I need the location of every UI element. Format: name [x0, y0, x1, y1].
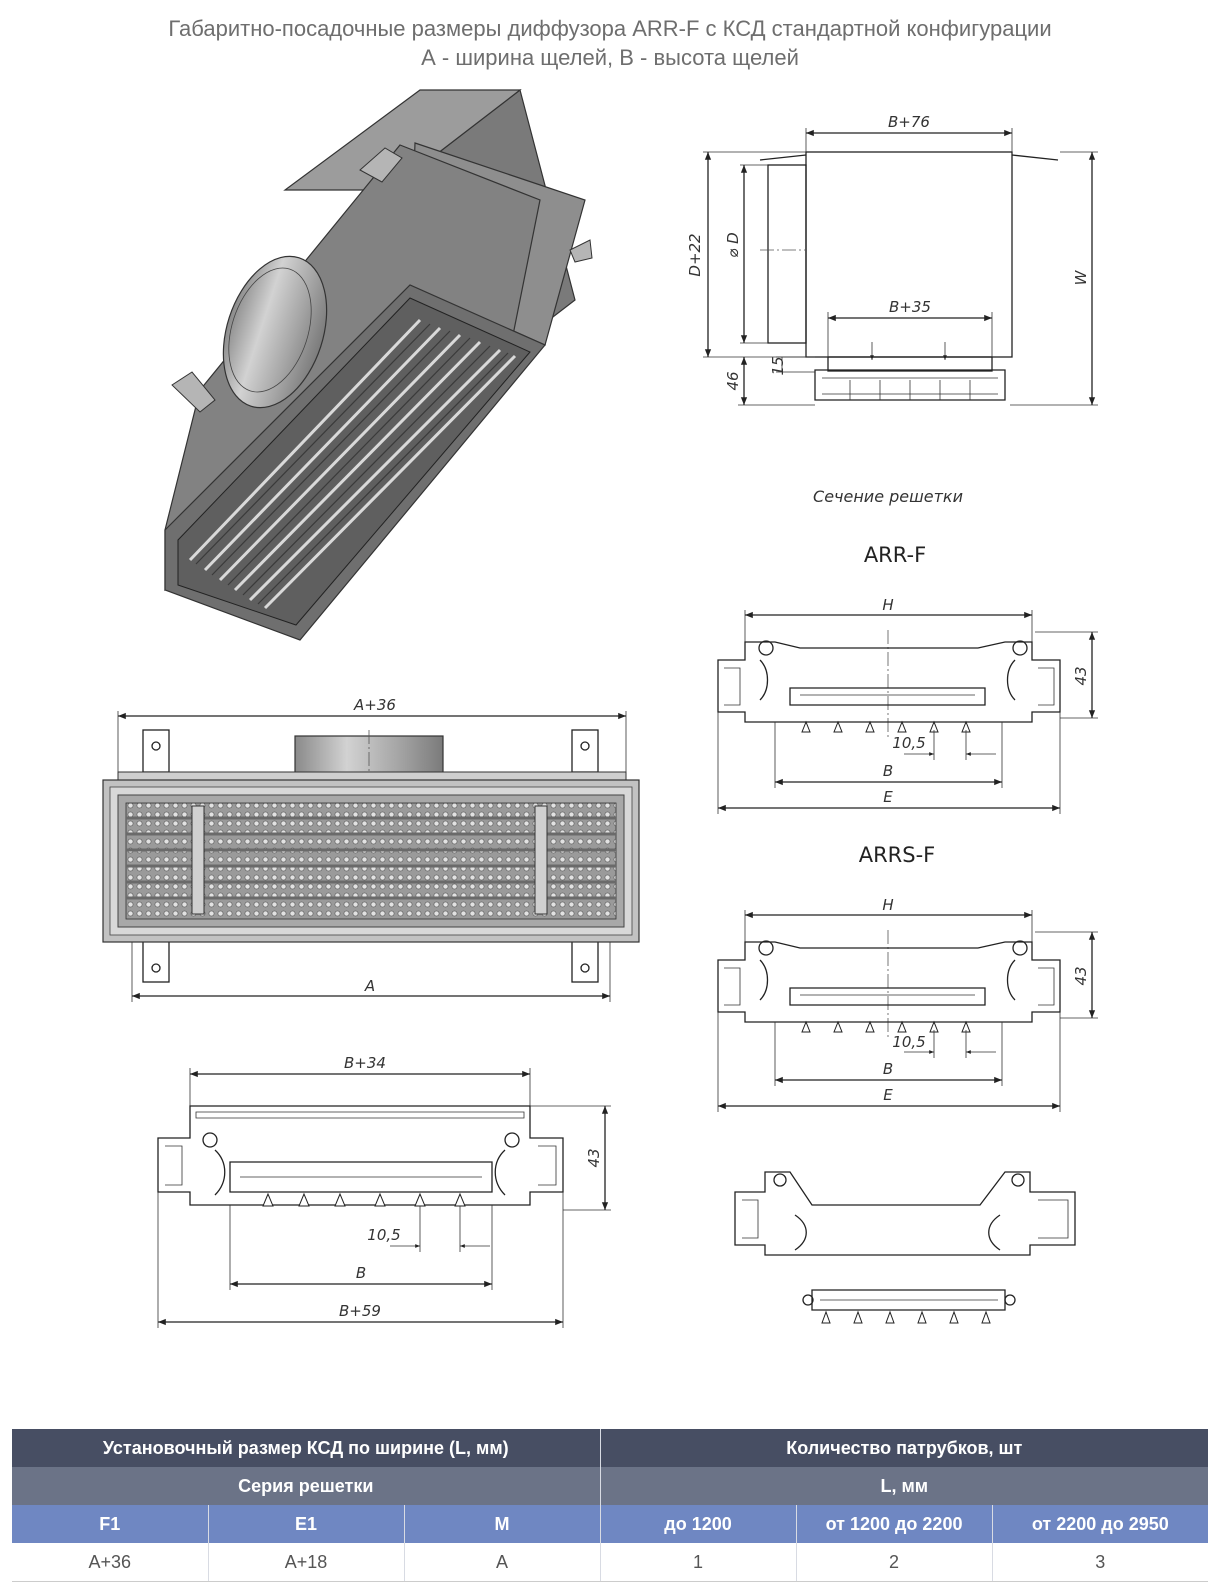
header-to-1200: до 1200 — [599, 1505, 797, 1543]
arr-f-section: ARR-F H 43 10,5 B E — [717, 543, 1098, 814]
cell-to-1200: 1 — [599, 1543, 797, 1582]
table-header-row-3: F1 E1 M до 1200 от 1200 до 2200 от 2200 … — [12, 1505, 1209, 1543]
header-pipe-count: Количество патрубков, шт — [599, 1429, 1209, 1467]
title-line-2: А - ширина щелей, В - высота щелей — [421, 45, 799, 70]
page-title: Габаритно-посадочные размеры диффузора A… — [0, 14, 1220, 72]
bottom-dim-top: B+34 — [344, 1054, 386, 1072]
bottom-dim-105: 10,5 — [367, 1226, 400, 1244]
header-m: M — [403, 1505, 601, 1543]
side-dim-inner: B+35 — [889, 298, 931, 316]
side-dim-46: 46 — [724, 371, 742, 390]
arrs-f-dim-105: 10,5 — [892, 1033, 925, 1051]
arr-f-dim-e: E — [883, 788, 893, 806]
title-line-1: Габаритно-посадочные размеры диффузора A… — [168, 16, 1052, 41]
header-install-size: Установочный размер КСД по ширине (L, мм… — [12, 1429, 601, 1467]
arrs-f-dim-h: H — [882, 896, 893, 914]
arrs-f-dim-b: B — [883, 1060, 893, 1078]
side-dim-w: W — [1072, 269, 1090, 285]
bottom-dim-43: 43 — [585, 1148, 603, 1167]
side-dim-top: B+76 — [888, 113, 930, 131]
arr-f-label: ARR-F — [864, 543, 926, 567]
arrs-f-section: ARRS-F H 43 10,5 B E — [717, 843, 1098, 1112]
header-e1: E1 — [207, 1505, 404, 1543]
spec-table: Установочный размер КСД по ширине (L, мм… — [12, 1429, 1209, 1582]
cell-2200-2950: 3 — [991, 1543, 1209, 1582]
table-header-row-1: Установочный размер КСД по ширине (L, мм… — [12, 1429, 1209, 1467]
exploded-detail — [734, 1171, 1076, 1324]
front-dim-top: A+36 — [353, 696, 396, 714]
table-row: А+36 А+18 А 1 2 3 — [12, 1543, 1209, 1582]
header-2200-2950: от 2200 до 2950 — [991, 1505, 1209, 1543]
arrs-f-label: ARRS-F — [859, 843, 936, 867]
arr-f-dim-h: H — [882, 596, 893, 614]
table-header-row-2: Серия решетки L, мм — [12, 1467, 1209, 1505]
header-grille-series: Серия решетки — [12, 1467, 601, 1505]
front-view: A+36 A — [102, 696, 640, 1002]
side-dim-diam: ⌀ D — [724, 232, 742, 257]
side-view: B+76 ⌀ D D+22 W B+35 15 46 — [686, 113, 1098, 406]
side-dim-height: D+22 — [686, 233, 704, 276]
bottom-dim-b: B — [356, 1264, 366, 1282]
side-dim-15: 15 — [769, 356, 787, 375]
header-l-mm: L, мм — [599, 1467, 1209, 1505]
cell-e1: А+18 — [207, 1543, 404, 1582]
arr-f-dim-b: B — [883, 762, 893, 780]
arrs-f-dim-43: 43 — [1072, 966, 1090, 985]
front-dim-bottom: A — [364, 977, 375, 995]
cell-m: А — [403, 1543, 601, 1582]
drawing-canvas: B+76 ⌀ D D+22 W B+35 15 46 Сечение решет… — [102, 88, 1098, 1328]
bottom-dim-b59: B+59 — [339, 1302, 381, 1320]
arr-f-dim-105: 10,5 — [892, 734, 925, 752]
cell-f1: А+36 — [12, 1543, 208, 1582]
header-1200-2200: от 1200 до 2200 — [795, 1505, 993, 1543]
arr-f-dim-43: 43 — [1072, 666, 1090, 685]
cell-1200-2200: 2 — [795, 1543, 993, 1582]
section-caption: Сечение решетки — [813, 487, 963, 506]
bottom-section: B+34 43 10,5 B B+59 — [157, 1054, 611, 1328]
isometric-view — [164, 88, 593, 641]
header-f1: F1 — [12, 1505, 208, 1543]
arrs-f-dim-e: E — [883, 1086, 893, 1104]
